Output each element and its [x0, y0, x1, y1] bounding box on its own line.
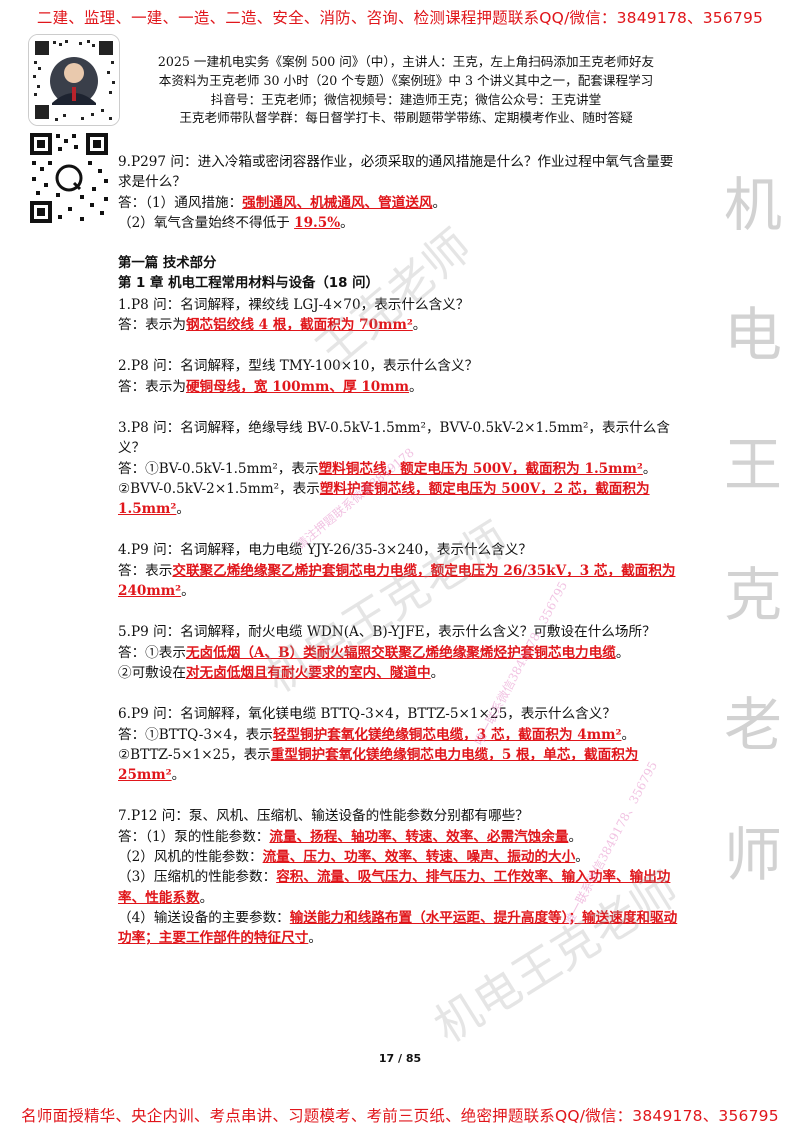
answer-key: 无卤低烟（A、B）类耐火辐照交联聚乙烯绝缘聚烯烃护套铜芯电力电缆 [185, 644, 616, 661]
answer-key: 交联聚乙烯绝缘聚乙烯护套铜芯电力电缆，额定电压为 26/35kV，3 芯，截面积… [118, 562, 676, 600]
answer-3-bv: 答：①BV-0.5kV-1.5mm²，表示塑料铜芯线，额定电压为 500V，截面… [118, 460, 657, 477]
header-line-group: 王克老师带队督学群：每日督学打卡、带刷题带学带练、定期模考作业、随时答疑 [179, 110, 633, 126]
answer-9-ventilation: 答：（1）通风措施：强制通风、机械通风、管道送风。 [118, 194, 447, 211]
question-5: 5.P9 问：名词解释，耐火电缆 WDN(A、B)-YJFE，表示什么含义？可敷… [118, 624, 656, 641]
answer-7-compressor: （3）压缩机的性能参数：容积、流量、吸气压力、排气压力、工作效率、输入功率、输出… [118, 869, 671, 906]
answer-4: 答：表示交联聚乙烯绝缘聚乙烯护套铜芯电力电缆，额定电压为 26/35kV，3 芯… [118, 562, 676, 600]
answer-5-meaning: 答：①表示无卤低烟（A、B）类耐火辐照交联聚乙烯绝缘聚烯烃护套铜芯电力电缆。 [118, 644, 630, 661]
answer-3-bvv: ②BVV-0.5kV-2×1.5mm²，表示塑料护套铜芯线，额定电压为 500V… [118, 480, 650, 518]
answer-key: 重型铜护套氧化镁绝缘铜芯电力电缆，5 根，单芯，截面积为 25mm² [118, 746, 639, 784]
question-9: 9.P297 问：进入冷箱或密闭容器作业，必须采取的通风措施是什么？作业过程中氧… [118, 154, 674, 191]
chapter-title: 第 1 章 机电工程常用材料与设备（18 问） [118, 276, 379, 292]
question-4: 4.P9 问：名词解释，电力电缆 YJY-26/35-3×240，表示什么含义？ [118, 542, 532, 559]
answer-key: 流量、扬程、轴功率、转速、效率、必需汽蚀余量 [269, 828, 569, 845]
side-watermark-char: 克 [723, 561, 782, 629]
answer-7-pump: 答：（1）泵的性能参数：流量、扬程、轴功率、转速、效率、必需汽蚀余量。 [118, 828, 583, 845]
question-2: 2.P8 问：名词解释，型线 TMY-100×10，表示什么含义？ [118, 358, 479, 375]
side-watermark: 机 电 王 克 老 师 [718, 140, 788, 920]
question-1: 1.P8 问：名词解释，裸绞线 LGJ-4×70，表示什么含义？ [118, 296, 470, 313]
answer-key: 容积、流量、吸气压力、排气压力、工作效率、输入功率、输出功率、性能系数 [118, 869, 671, 906]
answer-7-fan: （2）风机的性能参数：流量、压力、功率、效率、转速、噪声、振动的大小。 [118, 849, 589, 866]
side-watermark-char: 机 [723, 171, 782, 239]
answer-9-oxygen: （2）氧气含量始终不得低于 19.5%。 [118, 214, 354, 231]
page-number: 17 / 85 [378, 1052, 422, 1065]
header-line-course: 2025 一建机电实务《案例 500 问》（中），主讲人：王克，左上角扫码添加王… [157, 54, 655, 69]
question-7: 7.P12 问：泵、风机、压缩机、输送设备的性能参数分别都有哪些？ [118, 808, 529, 825]
question-6: 6.P9 问：名词解释，氧化镁电缆 BTTQ-3×4，BTTZ-5×1×25，表… [118, 706, 616, 723]
header-line-social: 抖音号：王克老师；微信视频号：建造师王克；微信公众号：王克讲堂 [210, 91, 602, 107]
answer-6-bttz: ②BTTZ-5×1×25，表示重型铜护套氧化镁绝缘铜芯电力电缆，5 根，单芯，截… [118, 746, 639, 784]
answer-key: 钢芯铝绞线 4 根，截面积为 70mm² [185, 317, 413, 334]
answer-key: 塑料铜芯线，额定电压为 500V，截面积为 1.5mm² [318, 460, 643, 477]
answer-key: 流量、压力、功率、效率、转速、噪声、振动的大小 [262, 849, 576, 866]
question-3: 3.P8 问：名词解释，绝缘导线 BV-0.5kV-1.5mm²，BVV-0.5… [118, 419, 670, 457]
wechat-qr-code-image [28, 34, 120, 126]
side-watermark-char: 老 [723, 691, 782, 759]
answer-key: 强制通风、机械通风、管道送风 [242, 194, 433, 211]
side-watermark-char: 师 [723, 821, 782, 889]
document-body: 9.P297 问：进入冷箱或密闭容器作业，必须采取的通风措施是什么？作业过程中氧… [118, 152, 684, 949]
header-info: 2025 一建机电实务《案例 500 问》（中），主讲人：王克，左上角扫码添加王… [128, 53, 684, 128]
answer-key: 塑料护套铜芯线，额定电压为 500V，2 芯，截面积为 1.5mm² [118, 480, 650, 518]
bottom-banner: 名师面授精华、央企内训、考点串讲、习题模考、考前三页纸、绝密押题联系QQ/微信：… [21, 1107, 779, 1125]
answer-key: 轻型铜护套氧化镁绝缘铜芯电缆，3 芯，截面积为 4mm² [272, 726, 622, 743]
answer-key: 对无卤低烟且有耐火要求的室内、隧道中 [185, 664, 431, 681]
qr-code-image [28, 131, 110, 225]
answer-key: 输送能力和线路布置（水平运距、提升高度等）；输送速度和驱动功率；主要工作部件的特… [118, 909, 678, 947]
part-title: 第一篇 技术部分 [118, 256, 217, 272]
answer-2: 答：表示为硬铜母线，宽 100mm、厚 10mm。 [118, 378, 423, 395]
side-watermark-char: 王 [723, 431, 782, 499]
header-line-material: 本资料为王克老师 30 小时（20 个专题）《案例班》中 3 个讲义其中之一，配… [158, 72, 654, 88]
answer-5-location: ②可敷设在对无卤低烟且有耐火要求的室内、隧道中。 [118, 664, 445, 681]
answer-6-bttq: 答：①BTTQ-3×4，表示轻型铜护套氧化镁绝缘铜芯电缆，3 芯，截面积为 4m… [118, 726, 636, 743]
answer-key: 19.5% [294, 214, 341, 231]
answer-key: 硬铜母线，宽 100mm、厚 10mm [185, 378, 410, 395]
side-watermark-char: 电 [723, 301, 782, 369]
answer-1: 答：表示为钢芯铝绞线 4 根，截面积为 70mm²。 [118, 317, 427, 334]
top-banner: 二建、监理、一建、一造、二造、安全、消防、咨询、检测课程押题联系QQ/微信：38… [36, 9, 764, 27]
answer-7-conveyor: （4）输送设备的主要参数：输送能力和线路布置（水平运距、提升高度等）；输送速度和… [118, 909, 678, 947]
